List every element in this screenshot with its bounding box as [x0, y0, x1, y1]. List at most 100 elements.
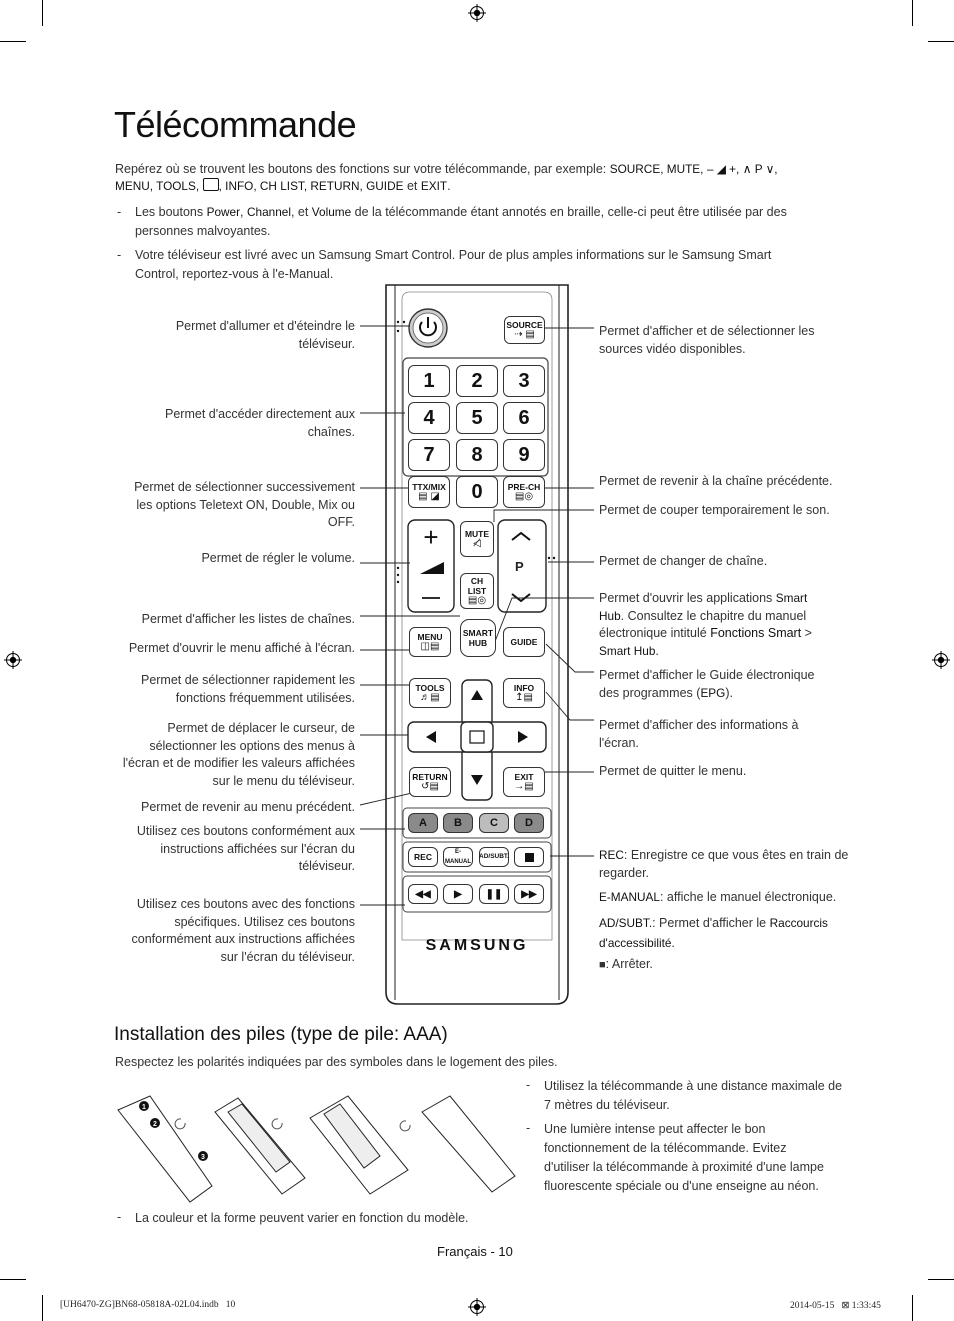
rec-button[interactable]: REC [408, 847, 438, 867]
label-color-keys: Utilisez ces boutons conformément aux in… [136, 824, 355, 873]
label-info: Permet d'afficher des informations à l'é… [599, 718, 799, 750]
guide-button[interactable]: GUIDE [503, 627, 545, 657]
digit-4-button[interactable]: 4 [408, 402, 450, 434]
digit-3-button[interactable]: 3 [503, 365, 545, 397]
label-ch-list: Permet d'afficher les listes de chaînes. [141, 612, 355, 626]
registration-mark-icon [4, 651, 22, 669]
crop-mark [42, 0, 43, 26]
pre-ch-button[interactable]: PRE-CH▤◎ [503, 476, 545, 508]
crop-mark [912, 0, 913, 26]
step-number: 1 [142, 1104, 146, 1111]
pause-button[interactable]: ❚❚ [479, 884, 509, 904]
label-media-keys: Utilisez ces boutons avec des fonctions … [131, 897, 356, 964]
battery-install-illustration: 1 2 3 [117, 1095, 516, 1203]
ttx-mix-button[interactable]: TTX/MIX▤ ◪ [408, 476, 450, 508]
label-ttx: Permet de sélectionner successivement le… [134, 480, 355, 529]
crop-mark [0, 41, 26, 42]
label-menu: Permet d'ouvrir le menu affiché à l'écra… [128, 641, 355, 655]
note-smart-control: -Votre téléviseur est livré avec un Sams… [117, 248, 772, 281]
label-volume: Permet de régler le volume. [201, 551, 355, 565]
step-marker [139, 1101, 149, 1111]
intro-keys-info: , INFO, CH LIST, RETURN, GUIDE [218, 179, 404, 193]
registration-mark-icon [468, 4, 486, 22]
battery-bullet-light: Une lumière intense peut affecter le bon… [544, 1122, 824, 1193]
return-button[interactable]: RETURN↺▤ [409, 767, 451, 797]
intro-exit: EXIT [420, 179, 448, 193]
pause-icon: ❚❚ [485, 888, 503, 900]
crop-mark [928, 1279, 954, 1280]
label-e-manual: E-MANUAL: affiche le manuel électronique… [599, 890, 837, 904]
digit-6-button[interactable]: 6 [503, 402, 545, 434]
footer-file: [UH6470-ZG]BN68-05818A-02L04.indb 10 [60, 1300, 236, 1310]
crop-mark [0, 1279, 26, 1280]
label-exit: Permet de quitter le menu. [599, 764, 747, 778]
color-key-a-button[interactable]: A [408, 813, 438, 833]
tools-icon: ♬▤ [420, 692, 440, 703]
dash-icon: - [526, 1121, 531, 1135]
rewind-icon: ◀◀ [415, 888, 431, 900]
battery-note: La couleur et la forme peuvent varier en… [135, 1211, 469, 1225]
source-button[interactable]: SOURCE⇢ ▤ [504, 316, 545, 344]
tools-button[interactable]: TOOLS♬▤ [409, 678, 451, 708]
battery-section-title: Installation des piles (type de pile: AA… [114, 1024, 448, 1045]
enter-key-icon [202, 178, 219, 191]
rewind-button[interactable]: ◀◀ [408, 884, 438, 904]
play-button[interactable]: ▶ [443, 884, 473, 904]
label-mute: Permet de couper temporairement le son. [599, 503, 830, 517]
footer-date: 2014-05-15 ⊠ 1:33:45 [790, 1301, 881, 1311]
registration-mark-icon [932, 651, 950, 669]
ch-list-button[interactable]: CH LIST▤◎ [460, 573, 494, 609]
dash-icon: - [117, 1210, 122, 1224]
ch-list-icon: ▤◎ [467, 595, 487, 606]
label-smart-hub: Permet d'ouvrir les applications Smart H… [599, 591, 812, 658]
battery-bullet-distance: Utilisez la télécommande à une distance … [544, 1079, 843, 1112]
pre-ch-icon: ▤◎ [514, 491, 534, 502]
info-icon: ↥▤ [515, 692, 533, 703]
digit-8-button[interactable]: 8 [456, 439, 498, 471]
color-key-b-button[interactable]: B [443, 813, 473, 833]
channel-icon: ∧ P ∨, [742, 162, 778, 176]
label-channel: Permet de changer de chaîne. [599, 554, 768, 568]
step-marker [198, 1151, 208, 1161]
digit-5-button[interactable]: 5 [456, 402, 498, 434]
label-guide: Permet d'afficher le Guide électronique … [599, 668, 815, 700]
info-button[interactable]: INFO↥▤ [503, 678, 545, 708]
intro-text: Repérez où se trouvent les boutons des f… [115, 162, 610, 176]
label-power: Permet d'allumer et d'éteindre le télévi… [175, 319, 355, 351]
label-return: Permet de revenir au menu précédent. [140, 800, 355, 814]
exit-button[interactable]: EXIT→▤ [503, 767, 545, 797]
digit-2-button[interactable]: 2 [456, 365, 498, 397]
remote-brand: SAMSUNG [426, 937, 529, 954]
label-rec: REC: Enregistre ce que vous êtes en trai… [599, 848, 849, 880]
stop-icon [524, 852, 534, 862]
dash-icon: - [526, 1078, 531, 1092]
intro-paragraph: Repérez où se trouvent les boutons des f… [115, 161, 850, 195]
play-icon: ▶ [454, 888, 462, 900]
mute-button[interactable]: MUTE◁̸ [460, 521, 494, 557]
svg-text:+: + [423, 522, 438, 552]
label-stop: ■: Arrêter. [599, 957, 653, 971]
intro-period: . [447, 179, 451, 193]
fast-forward-button[interactable]: ▶▶ [514, 884, 544, 904]
digit-7-button[interactable]: 7 [408, 439, 450, 471]
digit-9-button[interactable]: 9 [503, 439, 545, 471]
mute-icon: ◁̸ [473, 538, 481, 549]
color-key-c-button[interactable]: C [479, 813, 509, 833]
ad-subt-button[interactable]: AD/SUBT. [479, 847, 509, 867]
crop-mark [42, 1295, 43, 1321]
crop-mark [928, 41, 954, 42]
stop-button[interactable] [514, 847, 544, 867]
source-icon: ⇢ ▤ [514, 329, 535, 340]
channel-p-label: P [515, 559, 524, 574]
color-key-d-button[interactable]: D [514, 813, 544, 833]
battery-intro: Respectez les polarités indiquées par de… [115, 1055, 558, 1069]
digit-0-button[interactable]: 0 [456, 476, 498, 508]
note-braille: - Les boutons Power, Channel, et Volume … [117, 205, 787, 238]
page-number: Français - 10 [437, 1244, 513, 1259]
digit-1-button[interactable]: 1 [408, 365, 450, 397]
volume-icon: – ◢ +, [706, 162, 740, 176]
menu-button[interactable]: MENU◫▤ [409, 627, 451, 657]
e-manual-button[interactable]: E-MANUAL [443, 847, 473, 867]
menu-icon: ◫▤ [420, 641, 440, 652]
